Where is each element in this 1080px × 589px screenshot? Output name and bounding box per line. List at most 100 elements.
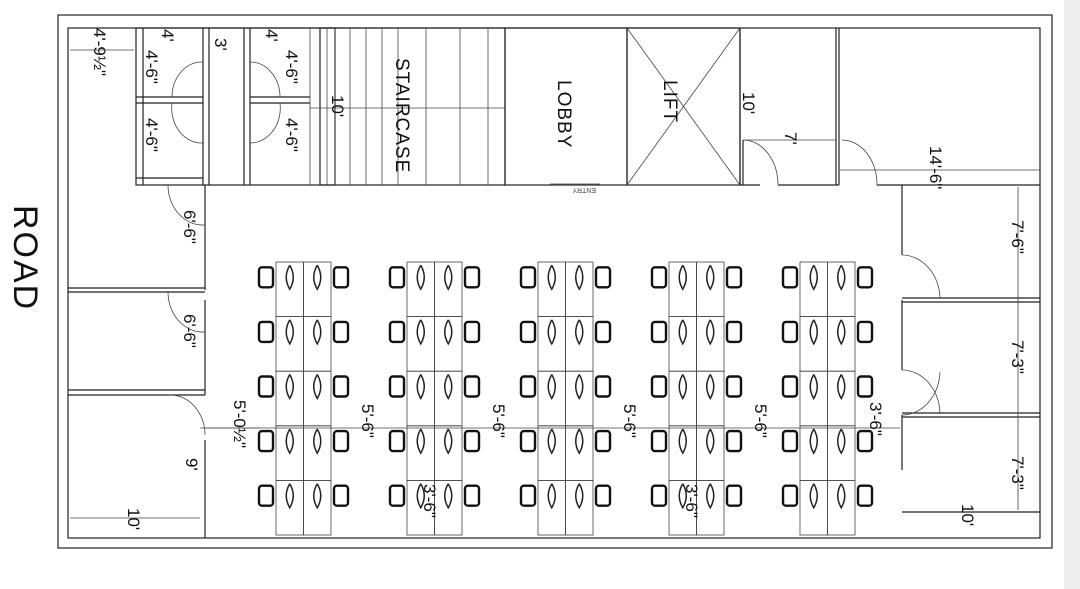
chair-icon (781, 429, 799, 453)
dim-desk-depth-1: 3'-6" (420, 484, 439, 518)
chair-icon (650, 266, 668, 289)
monitor-icon (809, 483, 818, 510)
monitor-icon (313, 374, 322, 400)
chair-icon (594, 320, 612, 344)
dim-aisle-1: 5'-6" (358, 404, 377, 438)
monitor-icon (416, 319, 425, 346)
monitor-icon (706, 264, 715, 291)
monitor-icon (678, 483, 687, 510)
monitor-icon (285, 319, 294, 346)
chair-icon (650, 375, 668, 398)
chair-icon (463, 320, 481, 344)
chair-icon (388, 266, 406, 289)
monitor-icon (575, 428, 584, 455)
monitor-icon (575, 374, 584, 400)
dim-desk-depth-2: 3'-6" (682, 484, 701, 518)
monitor-icon (444, 374, 453, 400)
monitor-icon (313, 319, 322, 346)
chair-icon (519, 266, 537, 289)
desk-cluster (388, 261, 481, 536)
monitor-icon (285, 374, 294, 400)
monitor-icon (547, 428, 556, 455)
chair-icon (257, 375, 275, 398)
chair-icon (725, 320, 743, 344)
dim-left-room-1: 6'-6" (180, 210, 199, 244)
monitor-icon (313, 264, 322, 291)
monitor-icon (444, 264, 453, 291)
monitor-icon (444, 319, 453, 346)
chair-icon (332, 266, 350, 289)
dim-toilet-h2: 4'-6" (142, 118, 161, 152)
chair-icon (594, 429, 612, 453)
monitor-icon (313, 428, 322, 455)
dim-right-room-depth: 14'-6" (926, 146, 945, 189)
monitor-icon (837, 428, 846, 455)
monitor-icon (809, 264, 818, 291)
chair-icon (388, 320, 406, 344)
dim-left-room-2: 6'-6" (180, 314, 199, 348)
lobby-label: LOBBY (553, 80, 574, 148)
chair-icon (463, 429, 481, 453)
toilet-block (135, 27, 336, 186)
monitor-icon (678, 264, 687, 291)
chair-icon (725, 375, 743, 398)
chair-icon (650, 320, 668, 344)
chair-icon (332, 320, 350, 344)
monitor-icon (575, 319, 584, 346)
chair-icon (332, 484, 350, 507)
monitor-icon (809, 374, 818, 400)
monitor-icon (444, 428, 453, 455)
desk (827, 479, 856, 536)
monitor-icon (313, 483, 322, 510)
lift-label: LIFT (659, 80, 680, 123)
monitor-icon (285, 428, 294, 455)
monitor-icon (678, 319, 687, 346)
dim-toilet-h1: 4'-6" (142, 50, 161, 84)
entry-label: ENTRY (572, 186, 596, 193)
chair-icon (463, 266, 481, 289)
dim-top-left-width: 4'-9½" (90, 28, 109, 76)
chair-icon (257, 266, 275, 289)
monitor-icon (547, 483, 556, 510)
chair-icon (856, 375, 874, 398)
chair-icon (463, 484, 481, 507)
dim-aisle-4: 5'-6" (751, 404, 770, 438)
monitor-icon (575, 483, 584, 510)
monitor-icon (575, 264, 584, 291)
chair-icon (257, 429, 275, 453)
dim-right-room-2: 7'-3" (1008, 340, 1027, 374)
chair-icon (388, 484, 406, 507)
staircase (310, 27, 506, 186)
desk-cluster (519, 261, 612, 536)
chair-icon (725, 484, 743, 507)
desk-cluster (781, 261, 874, 536)
monitor-icon (416, 483, 425, 510)
lift (626, 27, 741, 186)
dim-stair-depth: 10' (328, 95, 347, 117)
staircase-label: STAIRCASE (391, 58, 412, 173)
monitor-icon (837, 319, 846, 346)
chair-icon (650, 429, 668, 453)
dim-toilet-h3: 4'-6" (282, 50, 301, 84)
chair-icon (781, 266, 799, 289)
dim-left-bottom: 10' (124, 508, 143, 530)
chair-icon (856, 320, 874, 344)
desk-cluster (257, 261, 350, 536)
monitor-icon (416, 264, 425, 291)
desk (434, 479, 463, 536)
chair-icon (519, 429, 537, 453)
chair-icon (332, 429, 350, 453)
monitor-icon (706, 483, 715, 510)
monitor-icon (678, 374, 687, 400)
chair-icon (781, 375, 799, 398)
desk (696, 479, 725, 536)
scrollbar-strip (1064, 0, 1080, 589)
chair-icon (519, 320, 537, 344)
chair-icon (594, 266, 612, 289)
chair-icon (781, 484, 799, 507)
monitor-icon (444, 483, 453, 510)
chair-icon (725, 266, 743, 289)
right-rooms (901, 185, 1040, 513)
dim-lift-depth: 10' (739, 92, 758, 114)
